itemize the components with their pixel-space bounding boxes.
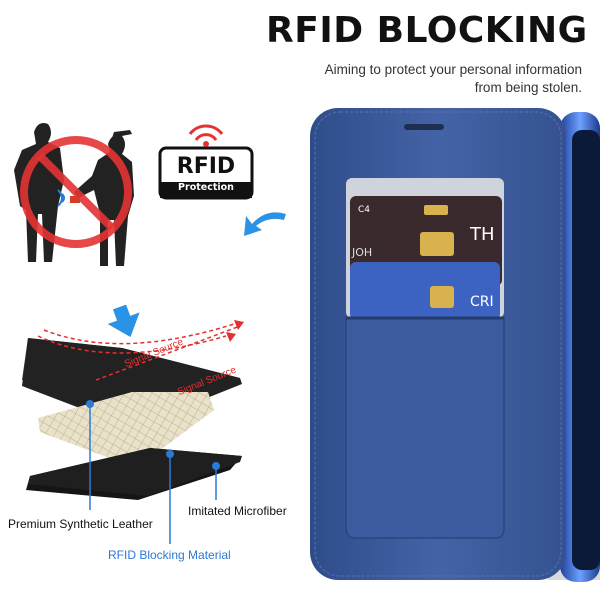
arrow-icon [244, 212, 286, 236]
wifi-signal-icon [57, 189, 65, 207]
card-chip-icon-2 [430, 286, 454, 308]
theft-illustration [14, 123, 134, 266]
case-stitching [314, 111, 562, 577]
arrow-icon [107, 304, 140, 338]
arrow-icon [234, 320, 244, 330]
arrow-icon [226, 332, 236, 342]
card-pocket [345, 317, 505, 539]
rfid-blocking-layer [38, 392, 214, 468]
person-silhouette-icon [14, 123, 64, 262]
card-icon [70, 196, 80, 203]
blue-card [350, 262, 500, 320]
earpiece-slot [404, 124, 444, 130]
rfid-material-label: RFID Blocking Material [108, 548, 231, 562]
card-chip-icon [420, 232, 454, 256]
badge-rfid-label: RFID [176, 154, 236, 179]
phone-screen-edge [572, 130, 600, 570]
imitated-microfiber-label: Imitated Microfiber [188, 504, 287, 518]
rfid-badge-text: RFID Protection [160, 130, 252, 198]
svg-text:CRI: CRI [470, 294, 494, 310]
subtitle-line-2: from being stolen. [474, 80, 582, 95]
layer-stack [22, 320, 244, 544]
card-chip-top [424, 205, 448, 215]
no-entry-icon [20, 136, 132, 248]
svg-text:JOH: JOH [351, 246, 372, 259]
wifi-signal-icon [194, 133, 218, 141]
subtitle-line-1: Aiming to protect your personal informat… [324, 62, 582, 77]
badge-protection-label: Protection [178, 182, 234, 193]
svg-text:TH: TH [469, 224, 495, 245]
svg-text:C4: C4 [358, 205, 370, 215]
phone-case: TH C4 JOH CRI [310, 108, 600, 582]
page-title: RFID BLOCKING [266, 10, 588, 51]
premium-leather-label: Premium Synthetic Leather [8, 517, 153, 531]
rfid-protection-badge [158, 124, 254, 200]
